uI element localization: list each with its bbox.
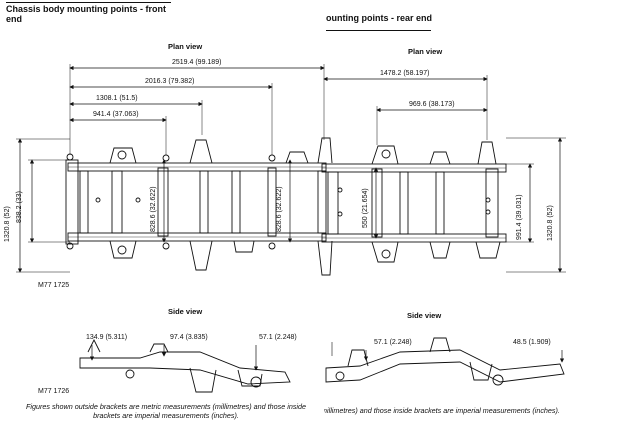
dim-rear-1478: 1478.2 (58.197) xyxy=(380,70,430,77)
heading-rule xyxy=(6,2,171,3)
front-chassis-plan xyxy=(65,137,333,276)
dim-front-941: 941.4 (37.063) xyxy=(93,111,139,118)
front-side-code: M77 1726 xyxy=(38,388,70,395)
rear-heading-rule xyxy=(326,30,431,31)
dim-front-side-57: 57.1 (2.248) xyxy=(259,334,297,341)
rear-plan-view-title: Plan view xyxy=(408,47,443,56)
front-plan-view-title: Plan view xyxy=(168,42,203,51)
dim-front-side-134: 134.9 (5.311) xyxy=(86,334,128,341)
rear-chassis-plan xyxy=(321,141,507,263)
dim-front-2016: 2016.3 (79.382) xyxy=(145,78,195,85)
rear-caption: Figures shown outside brackets are metri… xyxy=(324,406,560,415)
dim-front-1308: 1308.1 (51.5) xyxy=(96,95,138,102)
dim-rear-side-48: 48.5 (1.909) xyxy=(513,339,551,346)
rear-chassis-side xyxy=(325,337,565,386)
front-end-heading: Chassis body mounting points - front end xyxy=(6,4,166,24)
rear-caption-clip: Figures shown outside brackets are metri… xyxy=(324,406,626,430)
dim-front-side-97: 97.4 (3.835) xyxy=(170,334,208,341)
rear-side-view-title: Side view xyxy=(407,311,442,320)
rear-end-heading: Chassis body mounting points - rear end xyxy=(326,13,432,23)
front-chassis-side xyxy=(79,338,291,393)
front-caption: Figures shown outside brackets are metri… xyxy=(25,402,307,420)
dim-rear-side-57: 57.1 (2.248) xyxy=(374,339,412,346)
rear-heading-clip: Chassis body mounting points - rear end xyxy=(326,13,432,27)
front-plan-code: M77 1725 xyxy=(38,282,70,289)
dim-rear-969: 969.6 (38.173) xyxy=(409,101,455,108)
dim-front-2519: 2519.4 (99.189) xyxy=(172,59,222,66)
front-side-view-title: Side view xyxy=(168,307,203,316)
